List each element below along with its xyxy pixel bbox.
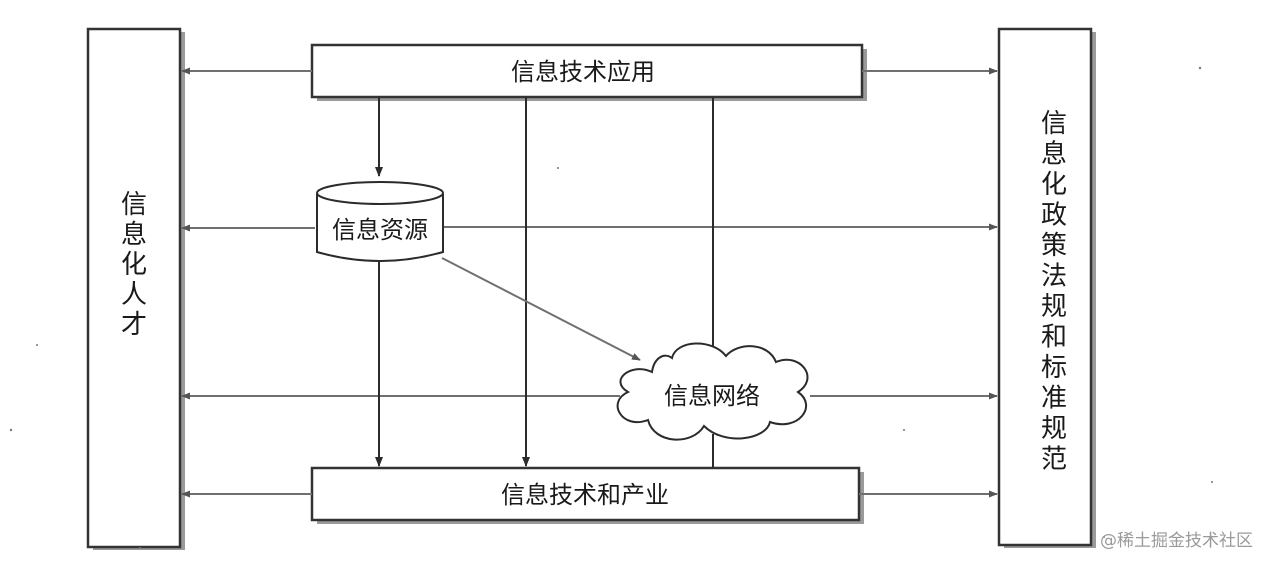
talent-label: 信息化人才 bbox=[121, 190, 147, 340]
vertical-char: 信 bbox=[1041, 109, 1067, 139]
policy-box: 信息化政策法规和标准规范 bbox=[997, 27, 1096, 548]
resource-cylinder: 信息资源 bbox=[316, 181, 444, 262]
vertical-char: 息 bbox=[121, 220, 147, 250]
vertical-char: 政 bbox=[1041, 201, 1067, 231]
app-label: 信息技术应用 bbox=[511, 58, 655, 86]
industry-label: 信息技术和产业 bbox=[501, 481, 669, 509]
vertical-char: 信 bbox=[121, 190, 147, 220]
industry-box: 信息技术和产业 bbox=[310, 466, 864, 524]
vertical-char: 准 bbox=[1041, 384, 1067, 414]
vertical-char: 人 bbox=[121, 280, 147, 310]
vertical-connectors bbox=[375, 97, 714, 468]
vertical-char: 息 bbox=[1041, 140, 1067, 170]
network-label: 信息网络 bbox=[664, 382, 760, 410]
vertical-char: 化 bbox=[1041, 170, 1067, 200]
vertical-char: 法 bbox=[1041, 262, 1067, 292]
scan-specks bbox=[9, 66, 1213, 549]
vertical-char: 策 bbox=[1041, 231, 1067, 261]
vertical-char: 才 bbox=[121, 310, 147, 340]
resource-label: 信息资源 bbox=[332, 216, 428, 244]
vertical-char: 化 bbox=[121, 250, 147, 280]
vertical-char: 规 bbox=[1041, 292, 1067, 322]
network-cloud: 信息网络 bbox=[616, 342, 809, 441]
arrow-resource-to-network bbox=[441, 257, 641, 361]
watermark-text: @稀土掘金技术社区 bbox=[1100, 531, 1253, 551]
vertical-char: 范 bbox=[1041, 445, 1067, 475]
vertical-char: 标 bbox=[1041, 353, 1067, 383]
horizontal-connectors bbox=[181, 67, 998, 498]
policy-label: 信息化政策法规和标准规范 bbox=[1041, 109, 1067, 475]
vertical-char: 和 bbox=[1041, 323, 1067, 353]
app-box: 信息技术应用 bbox=[310, 43, 867, 101]
vertical-char: 规 bbox=[1041, 414, 1067, 444]
talent-box: 信息化人才 bbox=[86, 27, 185, 550]
